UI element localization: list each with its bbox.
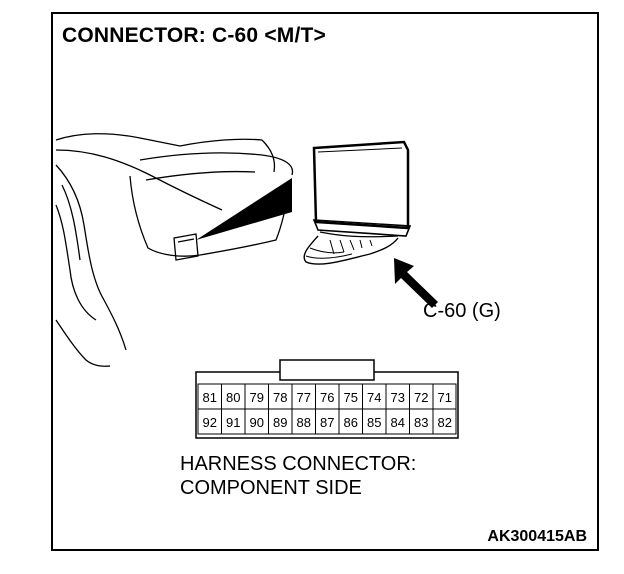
figure-code: AK300415AB [487,528,587,545]
bottom-pin-87: 87 [320,415,334,430]
top-pin-71: 71 [438,390,452,405]
bottom-pin-88: 88 [297,415,311,430]
bottom-pin-91: 91 [226,415,240,430]
pin-row-bottom: 92 91 90 89 88 87 86 85 84 83 82 [203,415,452,430]
caption-line-1: HARNESS CONNECTOR: [180,453,417,475]
top-pin-72: 72 [414,390,428,405]
bottom-pin-84: 84 [391,415,405,430]
bottom-pin-82: 82 [438,415,452,430]
top-pin-77: 77 [297,390,311,405]
harness-connector-face [195,359,459,439]
view-caption: HARNESS CONNECTOR: COMPONENT SIDE [180,452,416,500]
bottom-pin-83: 83 [414,415,428,430]
ecu-unit-illustration [303,140,412,265]
top-pin-74: 74 [367,390,381,405]
top-pin-73: 73 [391,390,405,405]
top-pin-76: 76 [320,390,334,405]
caption-line-2: COMPONENT SIDE [180,477,362,499]
top-pin-80: 80 [226,390,240,405]
bottom-pin-85: 85 [367,415,381,430]
diagram-title: CONNECTOR: C-60 <M/T> [62,24,327,47]
bottom-pin-92: 92 [203,415,217,430]
pin-row-top: 81 80 79 78 77 76 75 74 73 72 71 [203,390,452,405]
diagram-frame [51,12,599,551]
bottom-pin-86: 86 [344,415,358,430]
top-pin-81: 81 [203,390,217,405]
dashboard-illustration [55,133,294,367]
pointer-wedge [196,178,292,240]
top-pin-78: 78 [273,390,287,405]
bottom-pin-90: 90 [250,415,264,430]
top-pin-79: 79 [250,390,264,405]
connector-id-label: C-60 (G) [423,300,501,322]
connector-arrow [394,258,438,308]
bottom-pin-89: 89 [273,415,287,430]
top-pin-75: 75 [344,390,358,405]
